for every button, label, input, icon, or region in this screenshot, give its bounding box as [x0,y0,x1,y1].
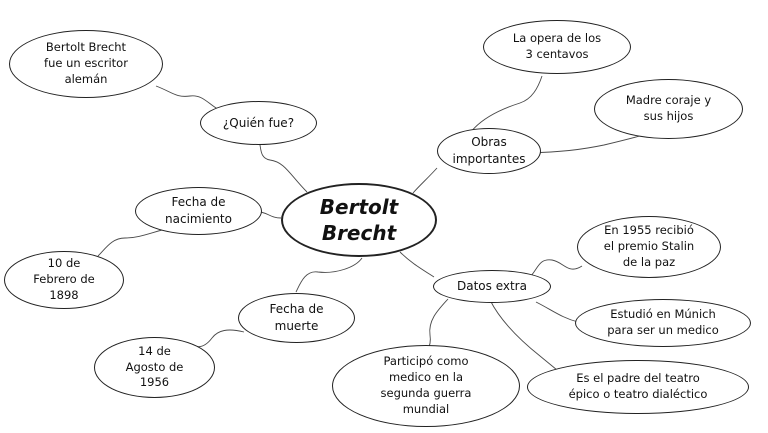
node-obras-importantes-label: Obras importantes [452,135,526,166]
link-datos-stalin [527,259,583,280]
node-quien-fue[interactable]: ¿Quién fue? [200,101,317,145]
node-dato-munich[interactable]: Estudió en Múnich para ser un medico [575,299,751,347]
node-dato-padre-teatro-label: Es el padre del teatro épico o teatro di… [568,371,708,401]
node-dato-padre-teatro[interactable]: Es el padre del teatro épico o teatro di… [527,360,749,414]
node-fecha-nacimiento[interactable]: Fecha de nacimiento [135,187,262,235]
node-nacimiento-detail[interactable]: 10 de Febrero de 1898 [4,251,124,309]
node-dato-munich-label: Estudió en Múnich para ser un medico [607,307,719,337]
node-obra-opera[interactable]: La opera de los 3 centavos [483,20,631,74]
node-fecha-muerte-label: Fecha de muerte [269,302,324,333]
link-quien-detail [155,85,226,113]
node-obra-madre-coraje[interactable]: Madre coraje y sus hijos [594,79,743,139]
link-muerte-detail [193,329,245,348]
node-quien-fue-label: ¿Quién fue? [222,115,295,130]
link-center-muerte [295,257,363,293]
node-nacimiento-detail-label: 10 de Febrero de 1898 [33,256,95,302]
node-muerte-detail-label: 14 de Agosto de 1956 [125,343,184,390]
node-fecha-nacimiento-label: Fecha de nacimiento [165,195,232,226]
node-quien-fue-detail-label: Bertolt Brecht fue un escritor alemán [44,40,128,86]
node-dato-segunda-guerra[interactable]: Participó como medico en la segunda guer… [332,345,520,427]
link-center-quien [257,137,308,193]
node-obra-madre-coraje-label: Madre coraje y sus hijos [625,93,712,123]
node-obras-importantes[interactable]: Obras importantes [437,128,541,174]
link-center-datos [399,251,435,278]
node-quien-fue-detail[interactable]: Bertolt Brecht fue un escritor alemán [9,30,163,98]
node-datos-extra-label: Datos extra [457,279,527,294]
node-dato-premio-stalin[interactable]: En 1955 recibió el premio Stalin de la p… [577,216,721,278]
node-dato-premio-stalin-label: En 1955 recibió el premio Stalin de la p… [603,223,695,269]
node-muerte-detail[interactable]: 14 de Agosto de 1956 [94,337,215,398]
node-obra-opera-label: La opera de los 3 centavos [512,31,602,61]
link-nacimiento-detail [97,227,171,257]
node-dato-segunda-guerra-label: Participó como medico en la segunda guer… [380,354,472,416]
link-datos-munich [535,301,579,323]
central-node-bertolt-brecht[interactable]: Bertolt Brecht [281,183,437,257]
node-datos-extra[interactable]: Datos extra [433,270,551,303]
central-node-label: Bertolt Brecht [319,195,399,245]
link-obras-opera [469,75,543,134]
node-fecha-muerte[interactable]: Fecha de muerte [238,293,355,343]
link-center-obras [412,167,438,194]
